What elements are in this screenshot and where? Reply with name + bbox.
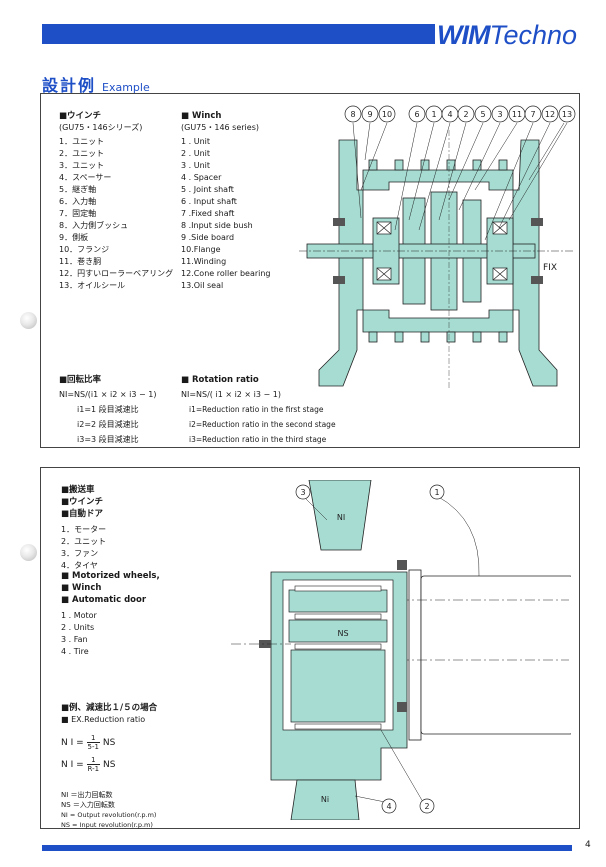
- list-item: 1．モーター: [61, 525, 107, 534]
- list-item: 8 .Input side bush: [181, 221, 253, 230]
- list-item: 9 .Side board: [181, 233, 235, 242]
- callout-5: 5: [480, 110, 485, 119]
- list-item: 1 . Motor: [61, 611, 97, 620]
- callout-11: 11: [512, 110, 522, 119]
- list-item: 12.Cone roller bearing: [181, 269, 271, 278]
- callout-2: 2: [424, 802, 429, 811]
- application-list-jp: ■搬送車 ■ウインチ ■自動ドア 1．モーター 2．ユニット 3．ファン 4．タ…: [61, 485, 107, 570]
- list-item: 7 .Fixed shaft: [181, 209, 235, 218]
- callout-1: 1: [434, 488, 439, 497]
- callout-4: 4: [447, 110, 452, 119]
- list-item: 2．ユニット: [61, 537, 107, 546]
- list-item: 11.Winding: [181, 257, 227, 266]
- callout-1: 1: [431, 110, 436, 119]
- callout-2: 2: [463, 110, 468, 119]
- list-item: 3．ユニット: [59, 161, 105, 170]
- list-item: 6．入力軸: [59, 197, 97, 206]
- callout-7: 7: [530, 110, 535, 119]
- list-item: 5 . Joint shaft: [181, 185, 234, 194]
- brand-logo: WIMTechno: [437, 20, 578, 50]
- winch-panel: ■ウインチ (GU75・146シリーズ) 1．ユニット 2．ユニット 3．ユニッ…: [40, 93, 580, 448]
- ni-bottom-label: Ni: [321, 795, 329, 804]
- list-item: 3 . Unit: [181, 161, 211, 170]
- fix-label: FIX: [543, 263, 557, 273]
- callout-9: 9: [367, 110, 372, 119]
- list-item: 9．側板: [59, 233, 89, 242]
- winch-parts-list-en: ■ Winch (GU75・146 series) 1 . Unit 2 . U…: [181, 111, 271, 290]
- list-item: 1 . Unit: [181, 137, 211, 146]
- callout-13: 13: [562, 110, 572, 119]
- application-list-en: ■ Motorized wheels, ■ Winch ■ Automatic …: [61, 571, 160, 656]
- section-title-jp: 設計例: [42, 76, 97, 95]
- list-item: 5．継ぎ軸: [59, 185, 97, 194]
- list-item: 4．スペーサー: [59, 173, 112, 182]
- callout-8: 8: [350, 110, 355, 119]
- list-item: 3．ファン: [61, 549, 99, 558]
- list-item: 2．ユニット: [59, 149, 105, 158]
- winch-parts-list-jp: ■ウインチ (GU75・146シリーズ) 1．ユニット 2．ユニット 3．ユニッ…: [59, 111, 174, 290]
- list-item: 7．固定軸: [59, 209, 97, 218]
- list-item: 13.Oil seal: [181, 281, 224, 290]
- list-item: 4 . Spacer: [181, 173, 222, 182]
- motorized-wheel-panel: ■搬送車 ■ウインチ ■自動ドア 1．モーター 2．ユニット 3．ファン 4．タ…: [40, 467, 580, 829]
- callout-3: 3: [300, 488, 305, 497]
- ns-label: NS: [337, 629, 348, 638]
- callout-10: 10: [382, 110, 392, 119]
- list-item: 13．オイルシール: [59, 281, 126, 290]
- list-item: 3 . Fan: [61, 635, 88, 644]
- winch-cross-section-diagram: 8 9 10 6 1 4 2 5 3 11 7 12 13 FIX: [299, 105, 576, 390]
- callout-12: 12: [545, 110, 555, 119]
- header-bar: [42, 24, 435, 44]
- motor-wheel-cross-section-diagram: NI NS Ni 3 1 4 2: [231, 480, 571, 820]
- rotation-ratio-en: ■ Rotation ratio NI=NS/( i1 × i2 × i3 − …: [181, 375, 336, 444]
- list-item: 11．巻き胴: [59, 257, 102, 266]
- list-item: 1．ユニット: [59, 137, 105, 146]
- footer-bar: [42, 845, 572, 851]
- list-item: 6 . Input shaft: [181, 197, 237, 206]
- ni-top-label: NI: [337, 513, 345, 522]
- list-item: 4 . Tire: [61, 647, 89, 656]
- list-item: 8．入力側ブッシュ: [59, 221, 129, 230]
- rotation-ratio-jp: ■回転比率 NI=NS/(i1 × i2 × i3 − 1) i1=1 段目減速…: [59, 375, 157, 444]
- list-item: 10．フランジ: [59, 245, 110, 254]
- list-item: 10.Flange: [181, 245, 221, 254]
- list-item: 4．タイヤ: [61, 561, 98, 570]
- callout-3: 3: [497, 110, 502, 119]
- page-number: 4: [585, 840, 591, 850]
- binder-hole: [20, 544, 37, 561]
- callout-6: 6: [414, 110, 419, 119]
- section-title-en: Example: [102, 81, 150, 94]
- list-item: 2 . Unit: [181, 149, 211, 158]
- list-item: 2 . Units: [61, 623, 95, 632]
- reduction-example: ■例、減速比１/５の場合 ■ EX.Reduction ratio N I = …: [61, 703, 158, 829]
- list-item: 12．円すいローラーベアリング: [59, 269, 174, 278]
- callout-4: 4: [386, 802, 391, 811]
- section-title: 設計例 Example: [42, 72, 150, 96]
- legend: NI ＝出力回転数 NS ＝入力回転数 NI = Output revoluti…: [61, 791, 157, 829]
- binder-hole: [20, 312, 37, 329]
